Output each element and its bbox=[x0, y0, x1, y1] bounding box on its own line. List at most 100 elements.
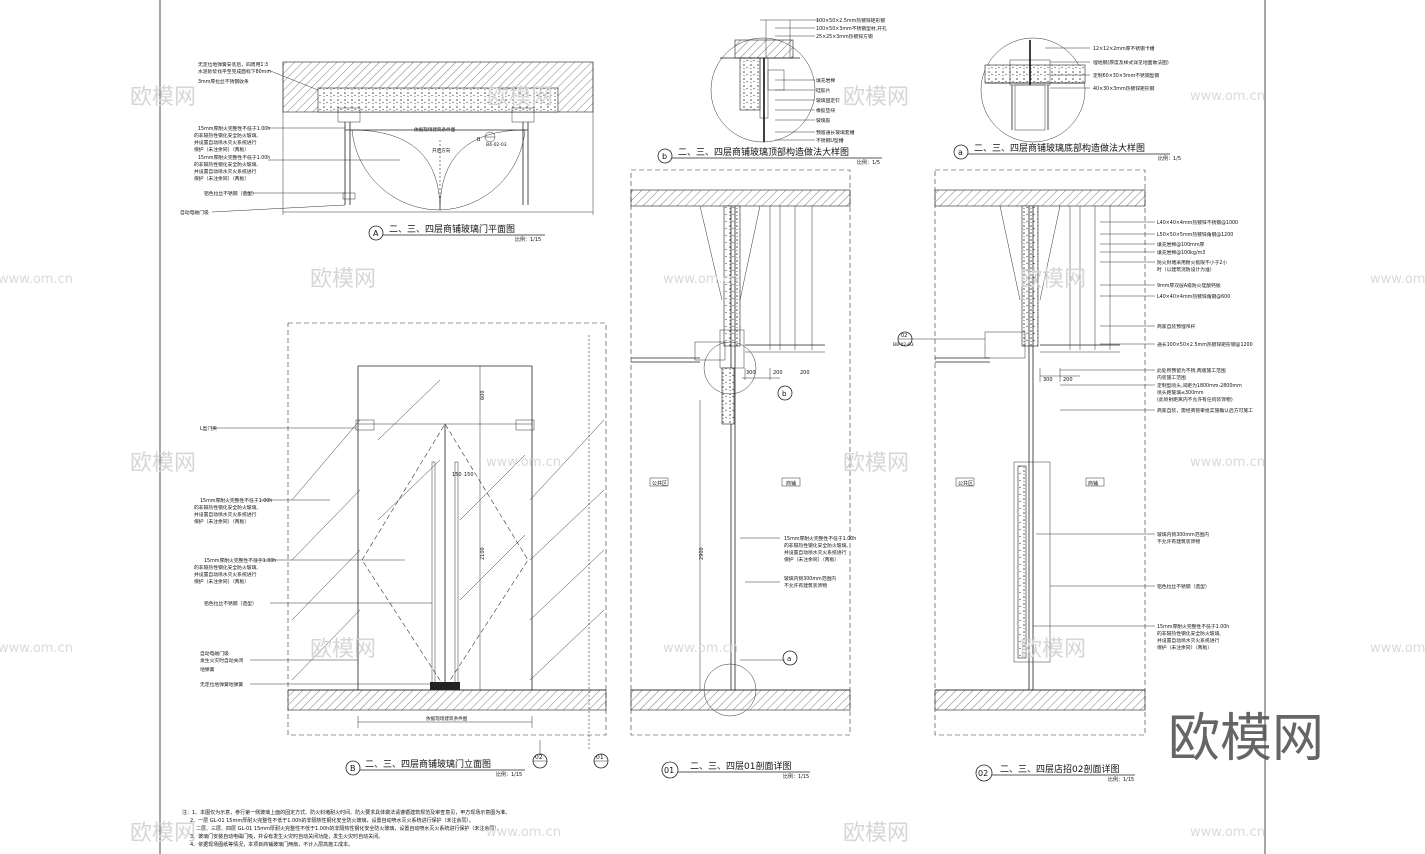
section-01-label-1: 15mm厚耐火完整性不低于1.00h bbox=[784, 535, 856, 542]
watermarks: 欧模网 欧模网 欧模网 www.om.cn 欧模网 www.om.cn 欧模网 … bbox=[0, 85, 1425, 846]
detail-a-title-block: a 二、三、四层商铺玻璃底部构造做法大样图 比例：1/5 bbox=[953, 142, 1181, 162]
section-02-title: 二、三、四层店招02剖面详图 bbox=[1000, 763, 1119, 775]
plan-a-label-5: 的非隔热性钢化安全防火玻璃, bbox=[194, 132, 258, 139]
section-02-label-2: L50×50×5mm热镀锌角钢@1200 bbox=[1157, 231, 1233, 238]
elev-b-label-5: 保护（未注余同）（两板） bbox=[194, 518, 249, 525]
detail-a-title: 二、三、四层商铺玻璃底部构造做法大样图 bbox=[974, 142, 1145, 154]
watermark-logo: 欧模网 bbox=[310, 637, 376, 662]
section-02-dim-2: 200 bbox=[1063, 377, 1073, 383]
section-02-title-block: 02 二、三、四层店招02剖面详图 比例：1/15 bbox=[975, 763, 1135, 783]
watermark-url: www.om.cn bbox=[1190, 89, 1265, 104]
section-02-label-11: 此处所预留为不锈,两版施工范围 bbox=[1157, 367, 1226, 374]
watermark-url: www.om.cn bbox=[0, 272, 73, 287]
section-02-label-21: 的非隔热性钢化安全防火玻璃, bbox=[1157, 630, 1221, 637]
section-02-label-10: 通长100×50×2.5mm热镀锌矩形钢@1200 bbox=[1157, 341, 1253, 348]
note-5: 4、依据现场图纸等情况，本项目商铺玻璃门两扇，不计入层高施工成本。 bbox=[190, 841, 353, 848]
detail-b-label-3: 25×25×3mm热镀锌方钢 bbox=[816, 33, 873, 40]
section-02-label-19: 铝色拉丝不锈钢（造型） bbox=[1157, 583, 1210, 590]
watermark-url: www.om.cn bbox=[0, 641, 73, 656]
elev-b-label-9: 保护（未注余同）（两板） bbox=[194, 578, 249, 585]
watermark-logo: 欧模网 bbox=[130, 85, 196, 110]
section-02-label-4: 填充岩棉@100kg/m3 bbox=[1157, 249, 1205, 256]
section-01-dim-3: 200 bbox=[800, 370, 810, 376]
detail-b-marker: b bbox=[662, 152, 667, 161]
watermark-logo: 欧模网 bbox=[130, 821, 196, 846]
section-02-label-6: 时（以建筑消防设计为准） bbox=[1157, 266, 1215, 273]
elev-b-labels: L型门夹 15mm厚耐火完整性不低于1.00h 的非隔热性钢化安全防火玻璃, 并… bbox=[194, 390, 486, 722]
elev-b-title: 二、三、四层商铺玻璃门立面图 bbox=[365, 758, 491, 770]
plan-a-center: 开启方向 bbox=[432, 147, 451, 154]
plan-a-labels: 无定位地弹簧安装后，四周用1:3 水泥砂浆找平至完成面标下80mm 3mm厚拉丝… bbox=[180, 61, 481, 216]
elev-b-label-6: 15mm厚耐火完整性不低于1.00h bbox=[204, 557, 276, 564]
section-02-label-20: 15mm厚耐火完整性不低于1.00h bbox=[1157, 623, 1229, 630]
detail-b-label-9: 预留通长玻璃套槽 bbox=[816, 129, 855, 136]
section-02-ref: 02 bbox=[901, 333, 907, 339]
elev-b-dim-4: 600 bbox=[480, 390, 486, 400]
watermark-url: www.om.cn bbox=[1190, 455, 1265, 470]
section-02-label-13: 定制型喷头,间距为1800mm-2800mm bbox=[1157, 382, 1242, 389]
section-02-label-18: 不允许有建筑装饰物 bbox=[1157, 538, 1200, 545]
detail-a-marker: a bbox=[958, 148, 963, 157]
section-01-ref-b: b bbox=[782, 390, 787, 398]
watermark-url: www.om.cn bbox=[1370, 272, 1425, 287]
elev-b-bottom-dim: 依据现场建筑条件图 bbox=[426, 715, 468, 722]
section-02-label-3: 填充岩棉@100mm厚 bbox=[1157, 241, 1204, 248]
plan-a-label-2: 水泥砂浆找平至完成面标下80mm bbox=[198, 68, 271, 75]
section-01-right-tag: 商铺 bbox=[786, 480, 796, 487]
plan-a-label-13: 自动电磁门吸 bbox=[180, 209, 209, 216]
elev-b-label-8: 并设置自动喷水灭火系统进行 bbox=[194, 571, 257, 578]
section-02-label-1: L40×40×4mm热镀锌不锈钢@1000 bbox=[1157, 219, 1238, 226]
plan-a-label-12: 铝色拉丝不锈钢（造型） bbox=[204, 190, 257, 197]
section-02-marker: 02 bbox=[978, 769, 988, 778]
watermark-url: www.om.cn bbox=[1370, 641, 1425, 656]
section-01-label-4: 保护（未注余同）（两板） bbox=[784, 556, 839, 563]
section-01-left-tag: 公共区 bbox=[652, 480, 667, 487]
elev-b-scale: 比例：1/15 bbox=[496, 771, 522, 778]
watermark-logo: 欧模网 bbox=[1020, 637, 1086, 662]
plan-a-label-10: 并设置自动喷水灭火系统进行 bbox=[194, 168, 257, 175]
section-02-label-5: 防火封堵采用耐火极限不小于2小 bbox=[1157, 259, 1227, 266]
elev-b-label-7: 的非隔热性钢化安全防火玻璃, bbox=[194, 564, 258, 571]
section-01-scale: 比例：1/15 bbox=[783, 773, 809, 780]
section-02-dim-1: 300 bbox=[1043, 377, 1053, 383]
detail-a-labels: 12×12×2mm厚不锈钢卡槽 埋地钢(厚度及样式详见地面做法图) 定制60×3… bbox=[1093, 45, 1169, 92]
note-4: 3、玻璃门安装自动电磁门吸，并设有发生火灾时自动关闭功能，发生火灾时自动关闭。 bbox=[190, 833, 383, 840]
detail-b-label-6: 玻璃固定钉 bbox=[816, 97, 840, 104]
elev-b-marker: B bbox=[350, 764, 356, 773]
elev-b-dim-1: 150 bbox=[452, 472, 462, 478]
elev-b-label-11: 自动电磁门吸 bbox=[200, 650, 229, 657]
plan-a-label-8: 15mm厚耐火完整性不低于1.00h bbox=[198, 154, 270, 161]
plan-a-label-9: 的非隔热性钢化安全防火玻璃, bbox=[194, 161, 258, 168]
elev-b-dim-2: 150 bbox=[464, 472, 474, 478]
section-01-label-5: 玻璃内侧300mm范围内 bbox=[784, 575, 836, 582]
section-01-labels: 公共区 商铺 15mm厚耐火完整性不低于1.00h 的非隔热性钢化安全防火玻璃,… bbox=[652, 370, 856, 666]
watermark-url: www.om.cn bbox=[663, 641, 738, 656]
elev-b-dim-3: 2100 bbox=[480, 547, 486, 560]
detail-a-drawing bbox=[980, 37, 1090, 143]
section-02-label-23: 保护（未注余同）（两板） bbox=[1157, 644, 1212, 651]
section-01-drawing bbox=[630, 169, 851, 736]
elev-b-title-block: B 二、三、四层商铺玻璃门立面图 比例：1/15 02 01 bbox=[345, 753, 609, 778]
section-02-label-7: 9mm厚双层A级防火硅酸钙板 bbox=[1157, 282, 1221, 289]
elev-b-ref-02: 02 bbox=[535, 754, 543, 761]
watermark-url: www.om.cn bbox=[486, 455, 561, 470]
detail-b-label-10: 不锈钢U型槽 bbox=[816, 137, 844, 144]
notes-block: 注：1、本图仅为示意，参行第一侧玻璃上面的固定方式、防火封堵耐火时间、防火要求具… bbox=[182, 809, 510, 848]
watermark-logo: 欧模网 bbox=[130, 451, 196, 476]
plan-a-ref: B bbox=[477, 137, 481, 143]
svg-text:B4-02-03: B4-02-03 bbox=[486, 142, 507, 148]
elev-b-label-14: 无定位地弹簧地弹簧 bbox=[200, 681, 243, 688]
plan-a-title-block: A 二、三、四层商铺玻璃门平面图 比例：1/15 bbox=[368, 223, 545, 243]
detail-b-label-7: 橡胶垫块 bbox=[816, 107, 835, 114]
detail-b-label-5: 硅胶片 bbox=[816, 87, 831, 94]
detail-a-label-2: 埋地钢(厚度及样式详见地面做法图) bbox=[1093, 59, 1169, 66]
detail-a-label-3: 定制60×30×3mm不锈钢型钢 bbox=[1093, 72, 1159, 79]
plan-a-label-11: 保护（未注余同）（两板） bbox=[194, 175, 249, 182]
detail-b-labels: 100×50×2.5mm热镀锌矩形钢 100×50×3mm不锈钢型材,开孔 25… bbox=[816, 17, 887, 144]
elev-b-ref-01: 01 bbox=[596, 754, 604, 761]
section-01-label-3: 并设置自动喷水灭火系统进行 bbox=[784, 549, 847, 556]
brand-logo: 欧模网 bbox=[1168, 709, 1324, 769]
detail-b-label-8: 玻璃胶 bbox=[816, 117, 831, 124]
elev-b-label-1: L型门夹 bbox=[200, 425, 217, 432]
